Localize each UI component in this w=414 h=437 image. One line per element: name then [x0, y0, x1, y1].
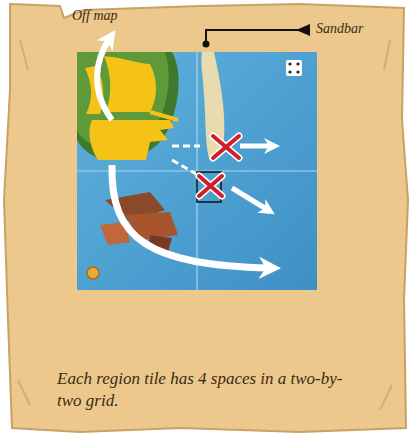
parchment — [4, 4, 408, 432]
island — [77, 52, 179, 160]
caption: Each region tile has 4 spaces in a two-b… — [57, 368, 357, 412]
off-map-arrow — [97, 38, 112, 120]
coin — [87, 267, 99, 279]
leader-line — [203, 24, 311, 48]
space-outline — [197, 172, 221, 202]
move-arrow — [112, 165, 270, 268]
blocked-arrow — [240, 144, 272, 149]
blocked-mark — [199, 136, 239, 196]
blocked-arrow — [232, 188, 268, 210]
die-icon — [286, 60, 302, 76]
map-label: Off map — [72, 8, 118, 24]
region-tile — [77, 52, 317, 290]
map-label: Sandbar — [316, 21, 363, 37]
